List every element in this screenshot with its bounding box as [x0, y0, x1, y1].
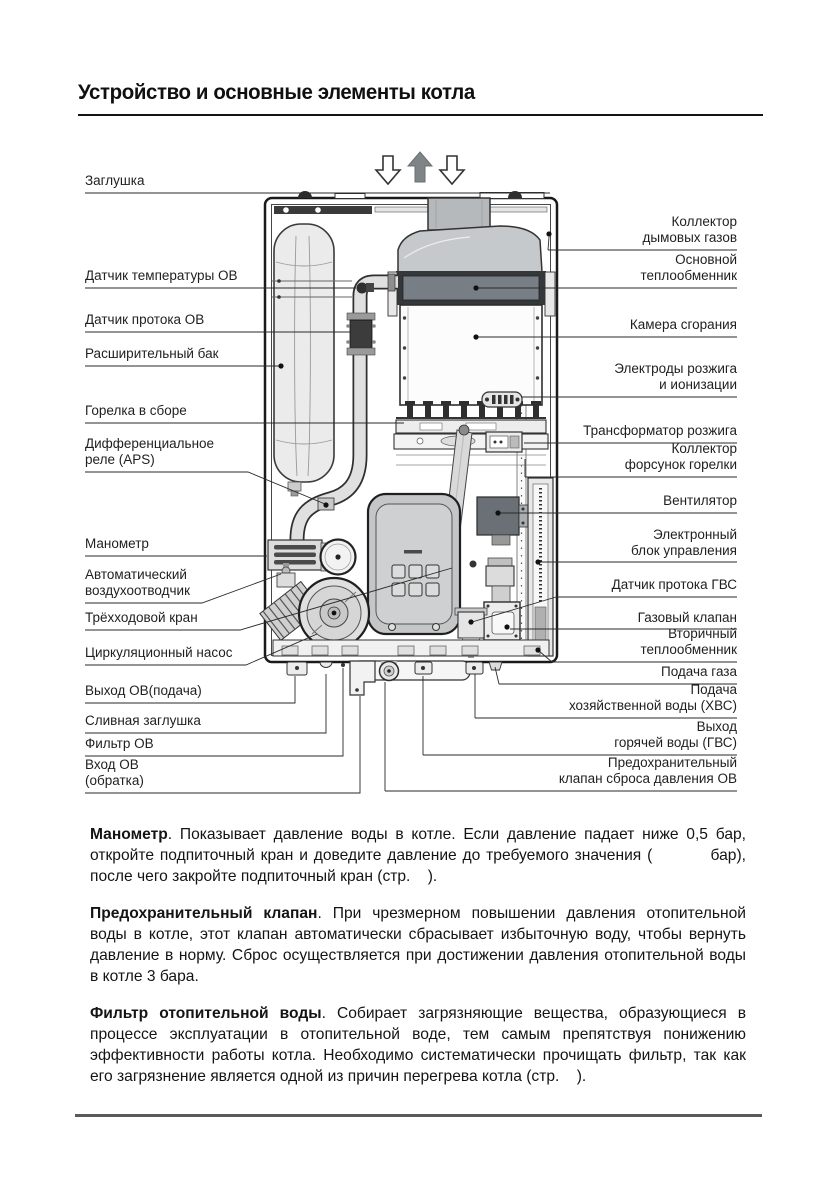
label-expansion-tank: Расширительный бак	[85, 346, 219, 361]
ignition-transformer-drawing	[485, 431, 523, 453]
circulation-pump-drawing	[259, 576, 371, 650]
manometer-note-text: . Показывает давление воды в котле. Если…	[90, 826, 746, 885]
air-intake-arrow-icon	[438, 155, 466, 186]
safety-valve-note-term: Предохранительный клапан	[90, 905, 318, 922]
label-ignition-electrodes: Электроды розжига и ионизации	[614, 361, 737, 392]
expansion-tank-drawing	[273, 223, 335, 497]
flue-exhaust-arrow-icon	[406, 151, 434, 183]
filter-note-term: Фильтр отопительной воды	[90, 1005, 322, 1022]
title-rule	[78, 114, 763, 116]
label-auto-air-vent: Автоматический воздухоотводчик	[85, 567, 190, 598]
label-aps-relay: Дифференциальное реле (APS)	[85, 436, 215, 467]
air-intake-arrow-icon	[374, 155, 402, 186]
label-secondary-heat-exchanger: Вторичный теплообменник	[640, 626, 737, 657]
label-safety-valve: Предохранительный клапан сброса давления…	[558, 755, 737, 786]
label-three-way-valve: Трёхходовой кран	[85, 610, 198, 625]
label-plug: Заглушка	[85, 173, 145, 188]
label-heating-inlet: Вход ОВ (обратка)	[85, 757, 144, 788]
heating-temp-sensor-drawing	[356, 282, 368, 294]
filter-note-text: . Собирает загрязняющие вещества, образу…	[90, 1005, 746, 1085]
heating-pipe-drawing	[272, 273, 398, 552]
safety-valve-note-text: . При чрезмерном повышении давления отоп…	[90, 905, 746, 985]
label-combustion-chamber: Камера сгорания	[629, 317, 737, 332]
heating-flow-sensor-drawing	[349, 319, 373, 349]
control-panel-drawing	[366, 492, 462, 636]
manometer-note: Манометр. Показывает давление воды в кот…	[90, 824, 746, 887]
heating-filter-stub	[341, 663, 345, 667]
combustion-chamber-drawing	[399, 304, 543, 406]
footer-rule	[75, 1114, 762, 1117]
control-unit-drawing	[527, 477, 554, 657]
label-fan: Вентилятор	[663, 493, 737, 508]
label-cold-water-supply: Подача хозяйственной воды (ХВС)	[568, 682, 737, 713]
heating-inlet-stub	[349, 660, 376, 696]
label-circulation-pump: Циркуляционный насос	[85, 645, 233, 660]
bottom-connections-drawing	[286, 660, 503, 696]
filter-note: Фильтр отопительной воды. Собирает загря…	[90, 1003, 746, 1087]
label-ignition-transformer: Трансформатор розжига	[583, 423, 737, 438]
label-manometer: Манометр	[85, 536, 149, 551]
leader-lines	[85, 192, 737, 794]
manometer-drawing	[267, 538, 357, 576]
auto-air-vent-drawing	[276, 563, 296, 588]
notes-section: Манометр. Показывает давление воды в кот…	[90, 824, 746, 1103]
page-title: Устройство и основные элементы котла	[78, 80, 475, 104]
label-heating-filter: Фильтр ОВ	[85, 736, 154, 751]
top-plug	[298, 191, 312, 198]
label-gas-valve: Газовый клапан	[637, 610, 737, 625]
ignition-electrodes-drawing	[481, 391, 523, 408]
label-gas-supply: Подача газа	[661, 664, 737, 679]
label-flue-gas-collector: Коллектор дымовых газов	[642, 214, 737, 245]
label-burner-nozzle-collector: Коллектор форсунок горелки	[624, 441, 737, 472]
label-control-unit: Электронный блок управления	[631, 527, 737, 558]
drain-plug-stub	[319, 661, 333, 668]
label-dhw-flow-sensor: Датчик протока ГВС	[611, 577, 737, 592]
label-drain-plug: Сливная заглушка	[85, 713, 201, 728]
label-main-heat-exchanger: Основной теплообменник	[640, 252, 737, 283]
gas-valve-drawing	[483, 557, 521, 648]
gas-supply-stub	[488, 661, 503, 671]
manometer-note-term: Манометр	[90, 826, 168, 843]
label-heating-outlet: Выход ОВ(подача)	[85, 683, 202, 698]
bottom-frame-drawing	[272, 639, 550, 657]
flue-collector-drawing	[397, 197, 543, 273]
label-heating-flow-sensor: Датчик протока ОВ	[85, 312, 205, 327]
label-hot-water-outlet: Выход горячей воды (ГВС)	[614, 719, 737, 750]
leader-dots	[278, 231, 552, 653]
label-burner-assembly: Горелка в сборе	[85, 403, 187, 418]
label-heating-temp-sensor: Датчик температуры ОВ	[85, 268, 238, 283]
safety-valve-note: Предохранительный клапан. При чрезмерном…	[90, 903, 746, 987]
